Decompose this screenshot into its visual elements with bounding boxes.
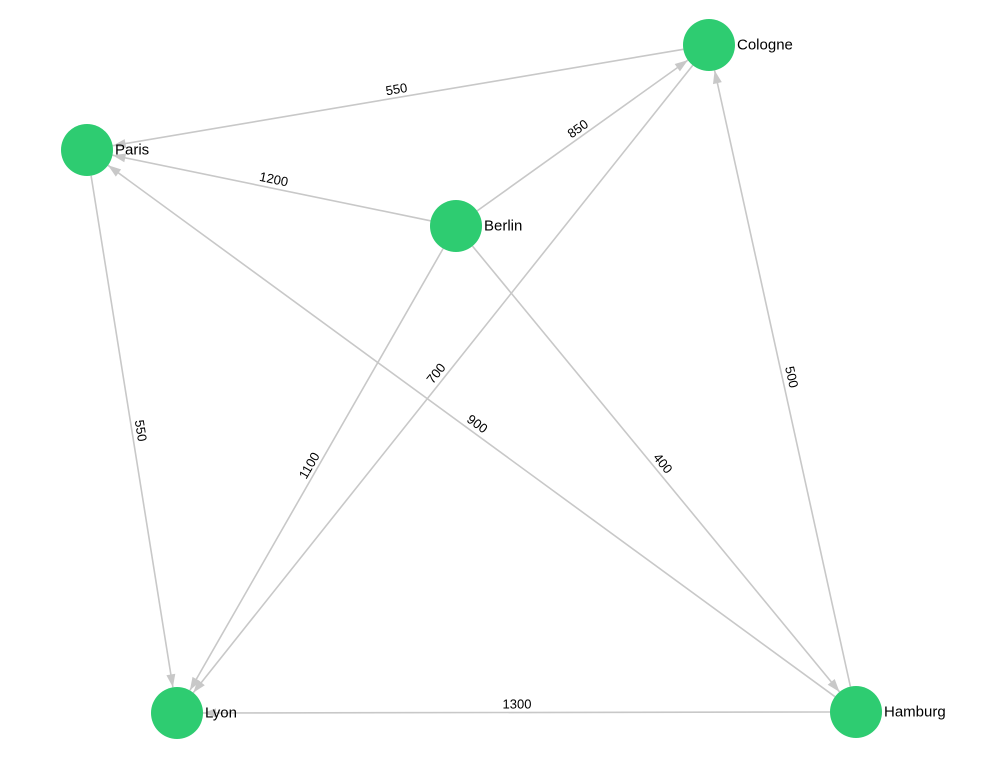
node-label-lyon: Lyon <box>205 704 237 722</box>
edge-cologne-lyon[interactable] <box>192 64 694 694</box>
arrowhead-icon <box>203 708 216 718</box>
node-label-paris: Paris <box>115 141 150 159</box>
arrowhead-icon <box>827 679 840 692</box>
node-paris[interactable] <box>61 124 113 176</box>
arrowhead-icon <box>713 70 722 85</box>
arrowhead-icon <box>193 679 205 693</box>
edge-berlin-hamburg[interactable] <box>471 245 841 693</box>
edge-hamburg-lyon[interactable] <box>202 711 831 714</box>
edge-hamburg-paris[interactable] <box>107 164 836 698</box>
edge-cologne-paris[interactable] <box>112 48 684 147</box>
edge-hamburg-cologne[interactable] <box>713 70 852 687</box>
edge-berlin-lyon[interactable] <box>189 248 444 691</box>
edge-berlin-paris[interactable] <box>112 154 431 222</box>
edge-berlin-cologne[interactable] <box>476 59 689 212</box>
node-berlin[interactable] <box>430 200 482 252</box>
node-hamburg[interactable] <box>830 686 882 738</box>
node-label-hamburg: Hamburg <box>884 703 946 721</box>
arrowhead-icon <box>112 139 127 148</box>
arrowhead-icon <box>166 673 176 688</box>
arrowhead-icon <box>108 165 122 177</box>
node-cologne[interactable] <box>683 19 735 71</box>
arrowhead-icon <box>112 153 127 163</box>
node-label-cologne: Cologne <box>737 36 793 54</box>
arrowhead-icon <box>674 60 688 72</box>
node-label-berlin: Berlin <box>484 217 523 235</box>
edge-paris-lyon[interactable] <box>90 175 174 688</box>
node-lyon[interactable] <box>151 687 203 739</box>
